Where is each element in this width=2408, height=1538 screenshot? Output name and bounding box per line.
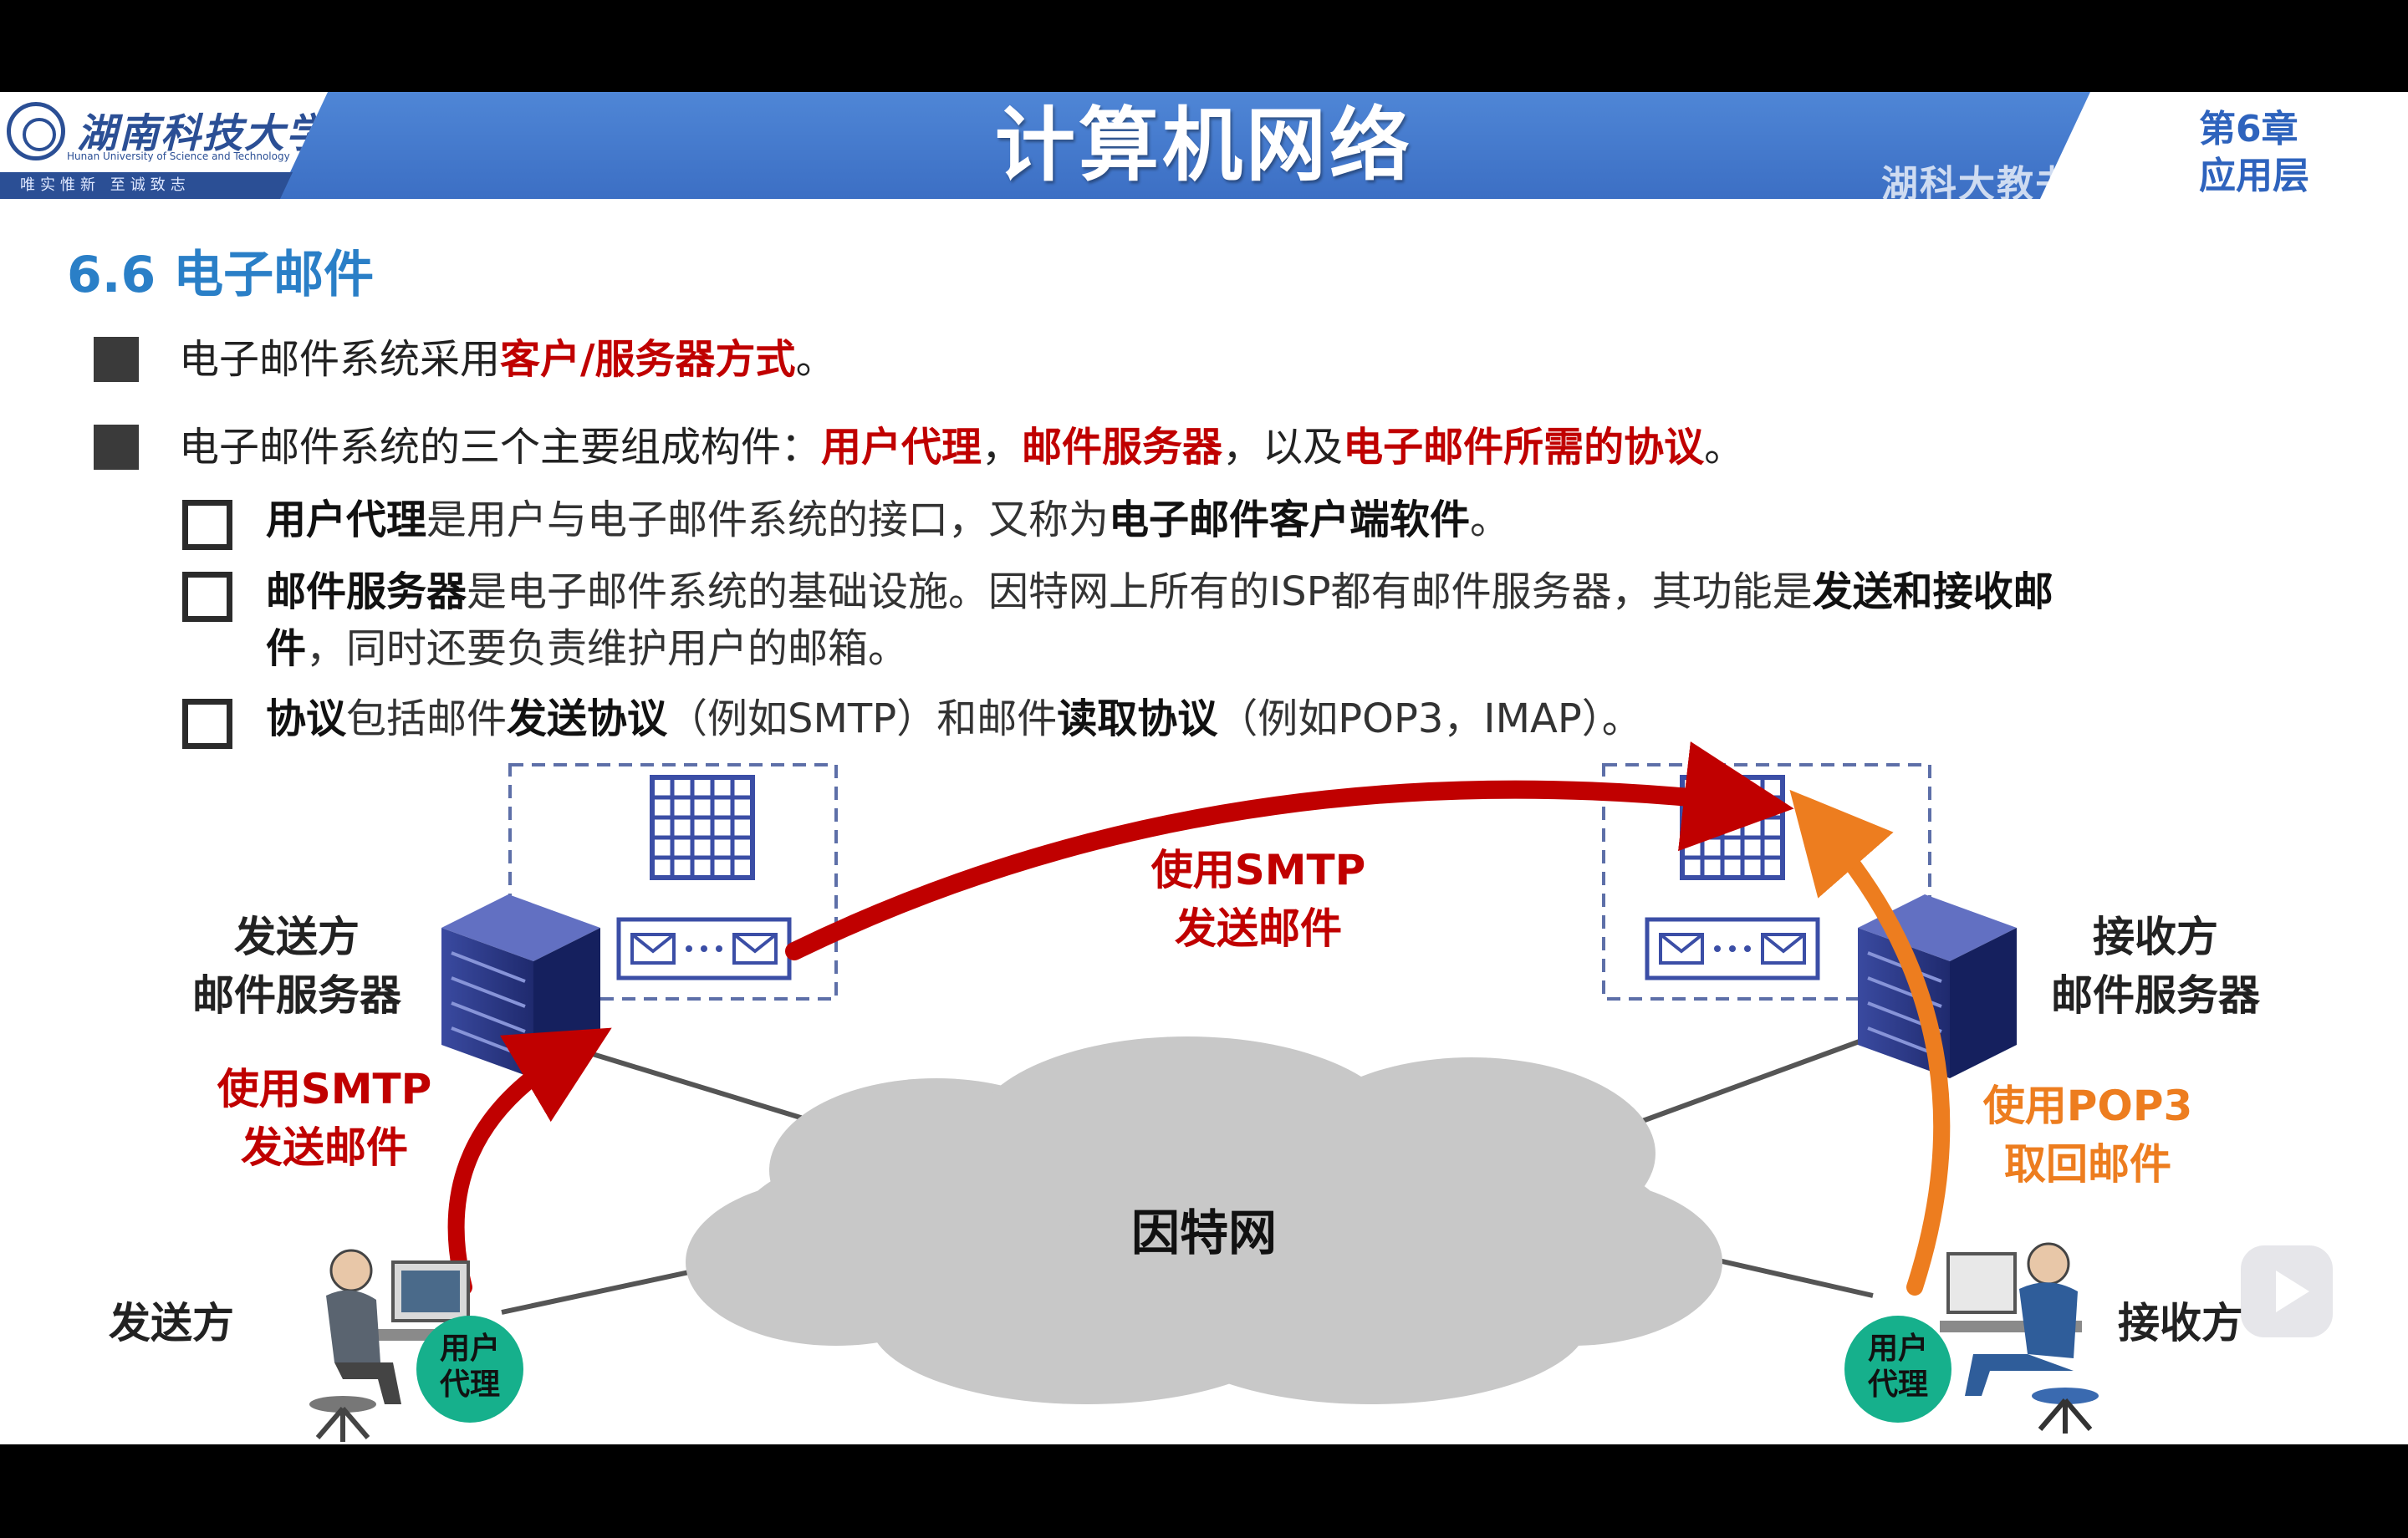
bullet-text: （例如POP3，IMAP）。 bbox=[1217, 695, 1642, 742]
sub-bullet-2: 邮件服务器是电子邮件系统的基础设施。因特网上所有的ISP都有邮件服务器，其功能是… bbox=[266, 567, 2053, 617]
ua-label-line1: 用户 bbox=[440, 1332, 500, 1366]
bullet-bold: 协议 bbox=[266, 695, 347, 742]
ua-label-line2: 代理 bbox=[1867, 1367, 1928, 1402]
sub-bullet-1: 用户代理是用户与电子邮件系统的接口，又称为电子邮件客户端软件。 bbox=[266, 495, 1510, 545]
slide: 湖南科技大学 Hunan University of Science and T… bbox=[0, 92, 2408, 1444]
play-button-icon[interactable] bbox=[2241, 1245, 2333, 1337]
university-en-name: Hunan University of Science and Technolo… bbox=[67, 150, 290, 162]
internet-label: 因特网 bbox=[1131, 1204, 1277, 1261]
university-seal-icon bbox=[7, 102, 65, 160]
sender-person-icon bbox=[309, 1249, 493, 1442]
pop3-retrieve-arrow bbox=[1789, 789, 1951, 1296]
receiver-mail-queue-icon bbox=[1645, 917, 1820, 980]
receiver-person-icon bbox=[1940, 1242, 2099, 1434]
smtp-left-label-line2: 发送邮件 bbox=[241, 1123, 408, 1172]
sender-mailbox-grid-icon bbox=[650, 775, 755, 880]
sender-user-agent: 用户 代理 bbox=[416, 1316, 523, 1423]
sender-label: 发送方 bbox=[109, 1299, 234, 1347]
checkbox-square-icon bbox=[182, 699, 232, 749]
slide-header: 湖南科技大学 Hunan University of Science and T… bbox=[0, 92, 2408, 206]
course-title: 计算机网络 bbox=[995, 99, 1413, 192]
checkbox-square-icon bbox=[182, 500, 232, 550]
university-logo: 湖南科技大学 Hunan University of Science and T… bbox=[0, 92, 328, 199]
chapter-name: 应用层 bbox=[2199, 155, 2309, 197]
bullet-text: 。 bbox=[1704, 424, 1745, 471]
receiver-user-agent: 用户 代理 bbox=[1844, 1316, 1951, 1423]
chapter-box bbox=[2040, 92, 2408, 199]
bullet-bold: 发送协议 bbox=[507, 695, 668, 742]
bullet-square-icon bbox=[94, 425, 139, 470]
bullet-bold: 电子邮件客户端软件 bbox=[1109, 497, 1471, 543]
ua-label-line1: 用户 bbox=[1868, 1332, 1928, 1366]
smtp-top-label-line2: 发送邮件 bbox=[1175, 904, 1342, 953]
smtp-send-arrow bbox=[447, 1027, 612, 1296]
checkbox-square-icon bbox=[182, 572, 232, 622]
chapter-number: 第6章 bbox=[2199, 108, 2298, 150]
university-name: 湖南科技大学 bbox=[77, 110, 329, 157]
smtp-left-label-line1: 使用SMTP bbox=[217, 1065, 432, 1113]
email-architecture-diagram: 因特网 bbox=[109, 741, 2261, 1442]
bullet-text: 包括邮件 bbox=[346, 695, 508, 742]
sender-mail-queue-icon bbox=[616, 917, 792, 980]
bullet-bold: 件 bbox=[266, 625, 307, 672]
bullet-text: ，同时还要负责维护用户的邮箱。 bbox=[306, 625, 909, 672]
smtp-transfer-arrow bbox=[785, 741, 1794, 960]
bullet-text: 是电子邮件系统的基础设施。因特网上所有的ISP都有邮件服务器，其功能是 bbox=[467, 568, 1813, 615]
bullet-text: ，以及 bbox=[1222, 424, 1344, 471]
bullet-text: 。 bbox=[795, 336, 836, 383]
sender-server-label-line1: 发送方 bbox=[234, 913, 360, 961]
receiver-server-label-line2: 邮件服务器 bbox=[2051, 971, 2261, 1020]
section-title: 6.6 电子邮件 bbox=[67, 246, 375, 304]
receiver-server-icon bbox=[1858, 894, 2017, 1078]
bullet-text: 电子邮件系统的三个主要组成构件： bbox=[179, 424, 822, 471]
bullet-bold: 发送和接收邮 bbox=[1812, 568, 2053, 615]
bullet-highlight: 用户代理 bbox=[821, 424, 982, 471]
receiver-label: 接收方 bbox=[2118, 1299, 2243, 1347]
bullet-bold: 读取协议 bbox=[1057, 695, 1218, 742]
receiver-server-label-line1: 接收方 bbox=[2093, 913, 2218, 961]
bullet-highlight: 电子邮件所需的协议 bbox=[1343, 424, 1705, 471]
bullet-bold: 用户代理 bbox=[266, 497, 427, 543]
bullet-highlight: 邮件服务器 bbox=[1022, 424, 1223, 471]
bullet-square-icon bbox=[94, 337, 139, 382]
pop3-label-line1: 使用POP3 bbox=[1983, 1082, 2193, 1130]
sub-bullet-2-line2: 件，同时还要负责维护用户的邮箱。 bbox=[266, 624, 908, 674]
bullet-1: 电子邮件系统采用客户/服务器方式。 bbox=[179, 334, 836, 384]
bullet-text: ， bbox=[982, 424, 1023, 471]
bullet-2: 电子邮件系统的三个主要组成构件：用户代理，邮件服务器，以及电子邮件所需的协议。 bbox=[179, 422, 1744, 472]
pop3-label-line2: 取回邮件 bbox=[2004, 1140, 2171, 1189]
sub-bullet-3: 协议包括邮件发送协议（例如SMTP）和邮件读取协议（例如POP3，IMAP）。 bbox=[266, 694, 1642, 744]
bullet-text: 是用户与电子邮件系统的接口，又称为 bbox=[426, 497, 1110, 543]
bullet-text: 电子邮件系统采用 bbox=[179, 336, 501, 383]
bullet-bold: 邮件服务器 bbox=[266, 568, 467, 615]
sender-server-box bbox=[508, 763, 838, 1001]
smtp-top-label-line1: 使用SMTP bbox=[1151, 846, 1366, 894]
internet-cloud-icon bbox=[686, 1036, 1722, 1404]
university-motto: 唯实惟新 至诚致志 bbox=[0, 172, 293, 199]
sender-server-label-line2: 邮件服务器 bbox=[192, 971, 402, 1020]
bullet-highlight: 客户/服务器方式 bbox=[500, 336, 796, 383]
bullet-text: 。 bbox=[1470, 497, 1511, 543]
ua-label-line2: 代理 bbox=[439, 1367, 500, 1402]
link-line bbox=[1620, 1034, 1875, 1131]
bullet-text: （例如SMTP）和邮件 bbox=[667, 695, 1058, 742]
